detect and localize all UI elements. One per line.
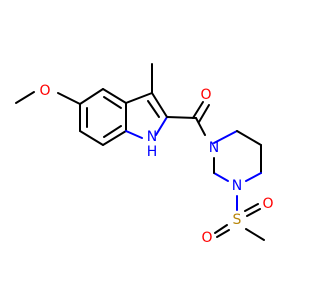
- sulfur-label: S: [233, 212, 242, 228]
- bond-sulfur-to-o-right-b: [246, 208, 261, 217]
- bond-sulfur-to-o-left-a: [214, 224, 228, 234]
- bond-ring-c4-c4a: [102, 88, 127, 104]
- bond-carbonyl-to-piperazine-n1: [195, 117, 206, 136]
- bond-ring-c4-c4a-inner: [103, 96, 122, 109]
- bond-n1-c7a: [125, 130, 143, 139]
- bond-c3-c2-inner: [147, 100, 160, 118]
- bond-ring-c7-c6: [79, 130, 104, 146]
- piperazine-n1-label: N: [209, 140, 219, 156]
- bond-c2-carbonyl: [166, 116, 197, 119]
- bond-n4-to-ring-bottom-left: [213, 172, 229, 182]
- bond-sulfur-to-o-left-b: [216, 229, 230, 238]
- bond-carbonyl-double-b: [198, 104, 210, 123]
- bond-n1-ring-top-right: [213, 130, 238, 144]
- bond-ring-top-right-to-right: [236, 130, 262, 146]
- bond-sulfur-to-o-right-a: [244, 203, 259, 212]
- molecule-structure-diagram: O O N H N N S O O: [15, 63, 274, 246]
- sulfonyl-oxygen-right-label: O: [262, 196, 273, 212]
- bond-c2-n1: [155, 116, 168, 136]
- sulfonyl-oxygen-left-label: O: [201, 230, 212, 246]
- bond-ring-right-bottom-to-n4: [245, 172, 262, 182]
- bond-carbonyl-double-a: [192, 101, 204, 119]
- bond-methyl-to-methoxy-oxygen: [15, 91, 35, 104]
- piperazine-n4-label: N: [232, 178, 242, 194]
- bond-c4a-c3: [125, 92, 153, 104]
- bond-sulfur-to-methyl: [245, 228, 265, 241]
- bond-ring-c5-c4: [79, 88, 104, 105]
- bond-c3-c2: [151, 92, 168, 118]
- bond-ring-c7a-c7-inner: [103, 125, 122, 138]
- methoxy-oxygen-label: O: [39, 83, 50, 99]
- bond-methoxy-oxygen-to-ring: [57, 92, 81, 105]
- carbonyl-oxygen-label: O: [200, 87, 211, 103]
- indole-nh-n-label: N: [147, 129, 157, 145]
- bond-ring-c7a-c7: [102, 130, 127, 146]
- indole-nh-h-label: H: [147, 144, 158, 160]
